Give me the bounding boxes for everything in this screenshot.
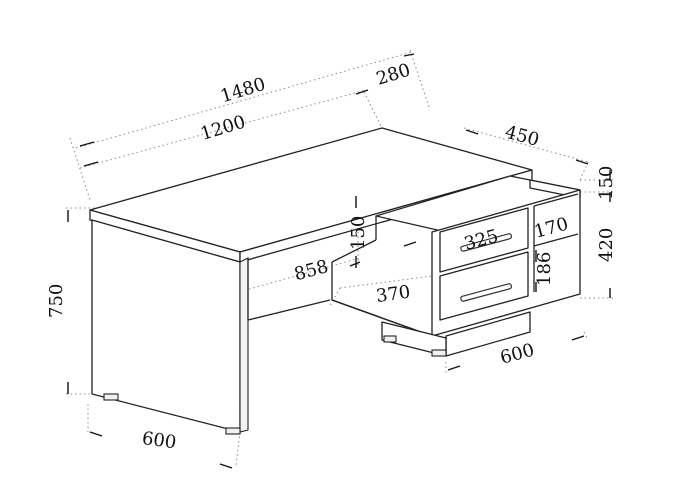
- dim-cabinet-height: 420: [596, 228, 617, 262]
- upper-drawer-handle: [460, 233, 513, 252]
- dim-drawer-depth: 370: [375, 282, 412, 308]
- left-leg-panel: [91, 219, 331, 435]
- drawer-handles: [460, 233, 513, 302]
- dim-desk-height: 750: [46, 284, 67, 318]
- dim-shelf-height: 186: [534, 252, 555, 286]
- lower-drawer-handle: [460, 283, 513, 302]
- dim-cabinet-length: 600: [498, 340, 537, 369]
- dim-top-thickness: 150: [596, 166, 617, 200]
- dimension-ticks: [67, 53, 611, 469]
- dim-total-width: 1480: [218, 74, 268, 107]
- dim-desk-width: 1200: [198, 111, 248, 144]
- dim-gap-height: 150: [348, 216, 369, 250]
- dim-overhang: 280: [374, 60, 413, 90]
- dim-return-depth: 450: [503, 122, 542, 151]
- dim-desk-depth: 600: [141, 428, 178, 454]
- dim-knee-space: 858: [292, 256, 331, 285]
